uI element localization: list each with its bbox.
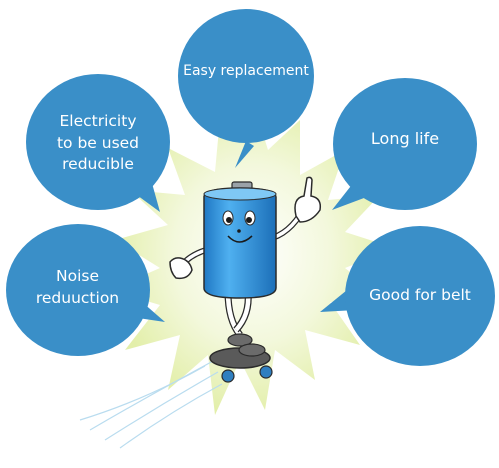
bubble-top-label: Easy replacement — [183, 63, 309, 79]
bubble-bottom-left-label: Noise reduuction — [35, 267, 120, 308]
bubble-left-label: Electricity to be used reducible — [56, 112, 140, 174]
bubble-right-label: Long life — [370, 129, 440, 148]
battery-mascot-icon — [169, 176, 322, 383]
bubble-top — [178, 9, 314, 168]
bubble-right — [332, 78, 477, 210]
bubble-bottom-left — [6, 224, 165, 356]
speed-lines — [79, 359, 223, 449]
bubble-bottom-right — [320, 226, 495, 366]
bubble-left — [26, 74, 170, 212]
bubble-bottom-right-label: Good for belt — [369, 286, 471, 304]
